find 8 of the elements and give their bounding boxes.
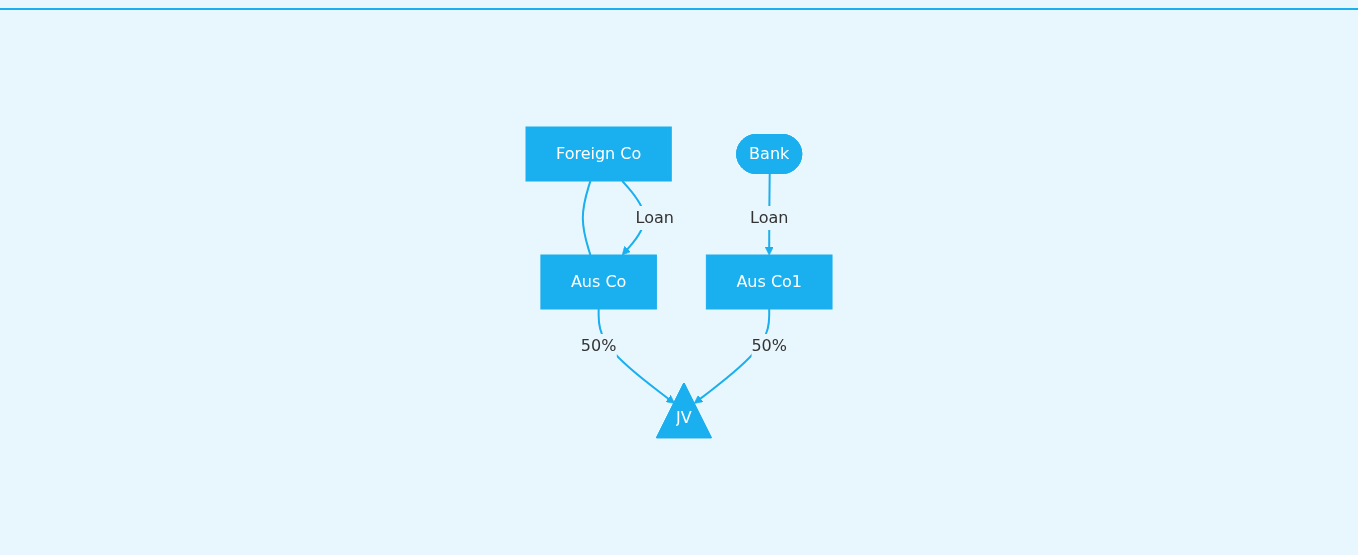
node-box: Aus Co xyxy=(540,254,657,310)
connector xyxy=(581,180,592,257)
node-box: Foreign Co xyxy=(525,126,672,182)
edge-label: Loan xyxy=(750,208,789,228)
node-box: Aus Co1 xyxy=(705,254,833,310)
edge-label: 50% xyxy=(751,336,787,356)
edge-label: Loan xyxy=(635,208,674,228)
edge-label: 50% xyxy=(580,336,617,356)
